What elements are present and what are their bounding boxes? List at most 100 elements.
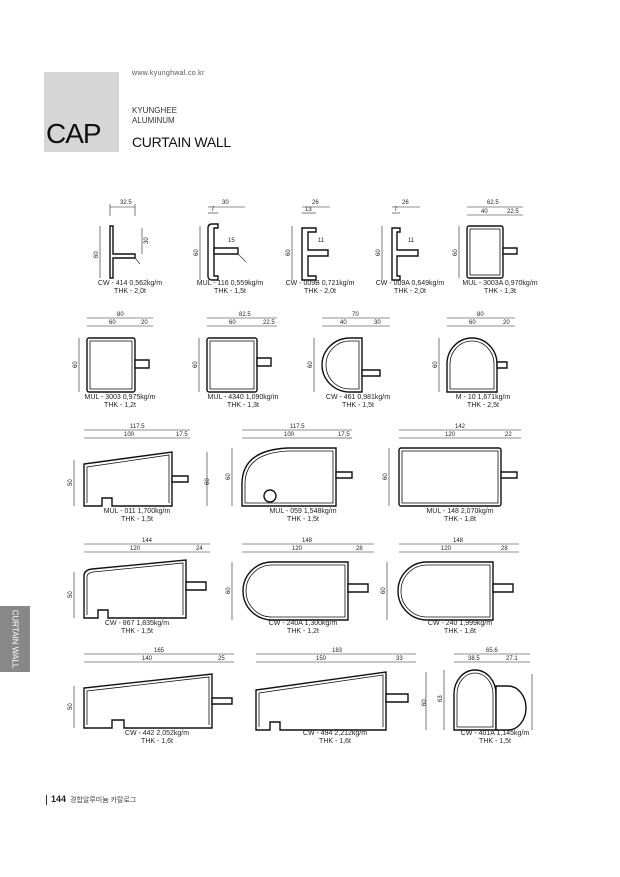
- svg-text:38.5: 38.5: [468, 656, 480, 662]
- svg-text:80: 80: [477, 312, 484, 318]
- profile-diagram: 144 120 24 50: [68, 538, 210, 619]
- side-tab-label: CURTAIN WALL: [10, 609, 20, 669]
- svg-text:60: 60: [308, 361, 314, 368]
- svg-text:60: 60: [109, 320, 116, 326]
- side-tab[interactable]: CURTAIN WALL: [0, 606, 30, 672]
- svg-text:22.5: 22.5: [507, 209, 519, 215]
- svg-text:60: 60: [226, 587, 232, 594]
- header-gray-block: [44, 72, 119, 152]
- profile-diagram: 142 120 22 60: [383, 424, 521, 507]
- svg-text:7: 7: [211, 207, 215, 213]
- profile-diagram: 117.5 100 17.5 60: [226, 424, 353, 507]
- svg-text:26: 26: [402, 200, 409, 206]
- svg-text:60: 60: [73, 361, 79, 368]
- section-title: CAP: [46, 118, 102, 149]
- svg-text:183: 183: [332, 648, 343, 654]
- svg-text:30: 30: [222, 200, 229, 206]
- website-url[interactable]: www.kyunghwal.co.kr: [132, 70, 205, 77]
- profile-diagram: 26 13 60 11: [286, 200, 330, 281]
- svg-text:30: 30: [144, 237, 150, 244]
- svg-text:80: 80: [117, 312, 124, 318]
- page-title: CURTAIN WALL: [132, 134, 231, 150]
- svg-text:25: 25: [218, 656, 225, 662]
- svg-text:120: 120: [445, 432, 456, 438]
- svg-text:60: 60: [286, 249, 292, 256]
- profile-diagram: 65.6 38.5 27.1 63: [438, 648, 533, 731]
- footer-divider: [46, 794, 47, 805]
- svg-text:62.5: 62.5: [487, 200, 499, 206]
- svg-text:60: 60: [205, 478, 211, 485]
- profile-diagram: 183 150 33 60: [255, 648, 428, 731]
- profile-diagram: 148 120 28 60: [381, 538, 519, 621]
- svg-text:60: 60: [469, 320, 476, 326]
- svg-text:7: 7: [394, 207, 398, 213]
- svg-text:28: 28: [501, 546, 508, 552]
- footer-text: 경합알루미늄 카탈로그: [70, 797, 137, 804]
- svg-text:60: 60: [453, 249, 459, 256]
- profile-diagram: 117.5 100 17.5 50 60: [68, 424, 211, 507]
- svg-text:142: 142: [455, 424, 466, 430]
- svg-text:28: 28: [356, 546, 363, 552]
- svg-text:63: 63: [438, 695, 444, 702]
- svg-text:50: 50: [68, 591, 74, 598]
- svg-text:100: 100: [124, 432, 135, 438]
- profile-diagram: 70 40 30 60: [308, 312, 390, 393]
- svg-text:140: 140: [142, 656, 153, 662]
- svg-text:65.6: 65.6: [486, 648, 498, 654]
- svg-text:150: 150: [316, 656, 327, 662]
- svg-text:100: 100: [284, 432, 295, 438]
- svg-text:60: 60: [94, 251, 100, 258]
- brand-logo: KYUNGHEE ALUMINUM: [132, 106, 177, 126]
- svg-text:50: 50: [68, 703, 74, 710]
- svg-text:148: 148: [302, 538, 313, 544]
- svg-text:70: 70: [352, 312, 359, 318]
- svg-text:26: 26: [312, 200, 319, 206]
- profile-diagram: 26 7 60 11: [376, 200, 420, 281]
- svg-text:117.5: 117.5: [290, 424, 305, 430]
- svg-text:144: 144: [142, 538, 153, 544]
- svg-text:120: 120: [292, 546, 303, 552]
- svg-text:60: 60: [376, 249, 382, 256]
- svg-text:60: 60: [229, 320, 236, 326]
- svg-text:82.5: 82.5: [239, 312, 251, 318]
- profile-diagram: 62.5 40 22.5 60: [453, 200, 523, 279]
- svg-text:20: 20: [503, 320, 510, 326]
- profile-diagram: 82.5 60 22.5 60: [193, 312, 277, 393]
- brand-line-1: KYUNGHEE: [132, 106, 177, 115]
- svg-text:120: 120: [441, 546, 452, 552]
- profile-diagram: 32.5 60 30: [94, 200, 150, 279]
- svg-text:165: 165: [154, 648, 165, 654]
- brand-line-2: ALUMINUM: [132, 116, 175, 125]
- svg-text:33: 33: [396, 656, 403, 662]
- profile-diagram: 148 120 28 60: [226, 538, 374, 621]
- svg-text:60: 60: [422, 699, 428, 706]
- svg-text:30: 30: [374, 320, 381, 326]
- profile-diagram: 30 7 60 15: [194, 200, 247, 281]
- page-number: 144: [51, 794, 67, 804]
- svg-text:22.5: 22.5: [263, 320, 275, 326]
- svg-text:40: 40: [340, 320, 347, 326]
- svg-text:40: 40: [481, 209, 488, 215]
- svg-text:22: 22: [505, 432, 512, 438]
- svg-text:60: 60: [433, 361, 439, 368]
- svg-text:50: 50: [68, 479, 74, 486]
